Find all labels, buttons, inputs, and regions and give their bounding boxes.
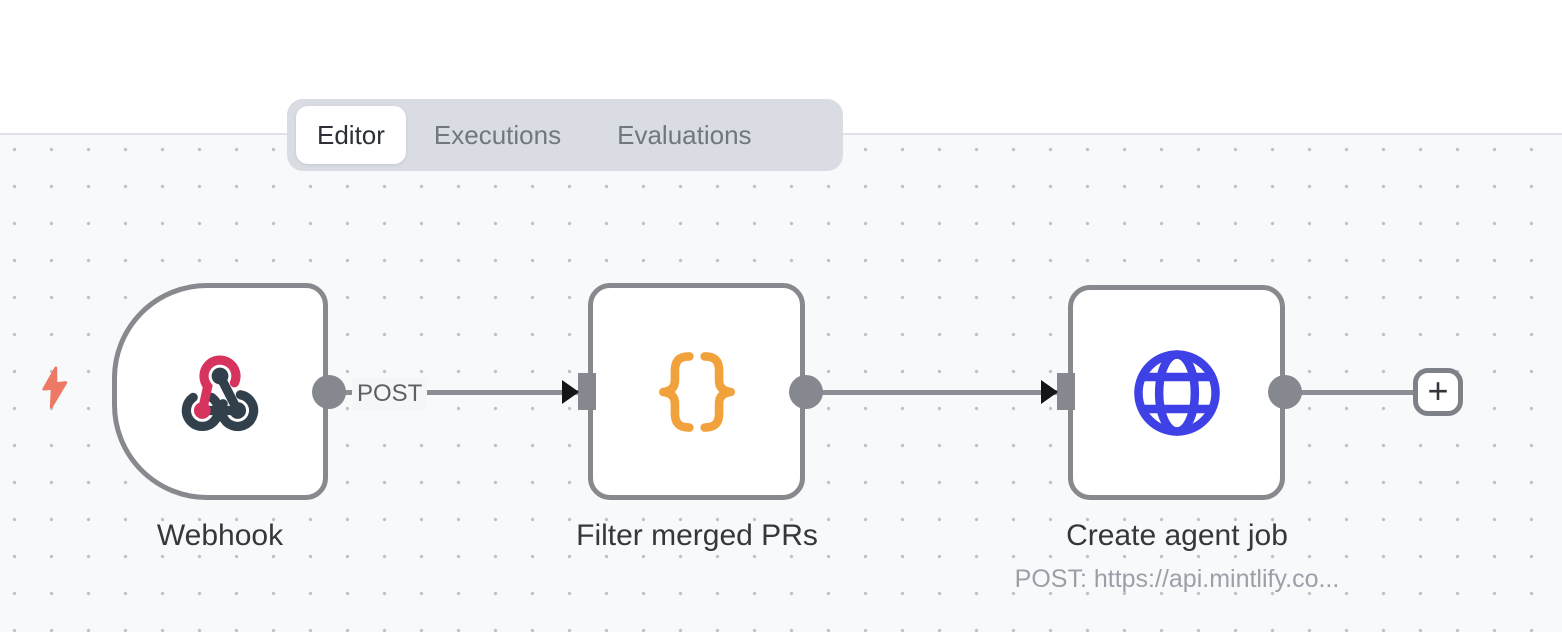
- connection-1-method-label: POST: [352, 378, 428, 410]
- node-filter-input-port[interactable]: [578, 373, 596, 410]
- node-create-agent-label: Create agent job: [1066, 519, 1288, 552]
- node-filter-label: Filter merged PRs: [576, 519, 818, 552]
- add-node-button[interactable]: +: [1413, 368, 1463, 416]
- tab-executions[interactable]: Executions: [433, 119, 562, 150]
- node-webhook-output-port[interactable]: [312, 375, 346, 409]
- node-create-agent-job[interactable]: [1068, 285, 1285, 500]
- view-tabbar: Editor Executions Evaluations: [287, 99, 843, 171]
- connection-line-1[interactable]: [340, 390, 580, 395]
- workflow-canvas[interactable]: POST Webhook: [0, 135, 1562, 632]
- trigger-bolt-icon: [42, 366, 68, 409]
- tab-editor[interactable]: Editor: [296, 106, 406, 164]
- node-create-agent-output-port[interactable]: [1268, 375, 1302, 409]
- webhook-icon: [181, 354, 259, 431]
- connection-1-arrowhead-icon: [562, 380, 579, 404]
- node-create-agent-sublabel: POST: https://api.mintlify.co...: [1014, 565, 1340, 593]
- tab-evaluations[interactable]: Evaluations: [617, 119, 752, 150]
- node-create-agent-input-port[interactable]: [1057, 373, 1075, 410]
- node-filter-output-port[interactable]: [789, 375, 823, 409]
- node-webhook[interactable]: [112, 283, 328, 500]
- connection-line-2[interactable]: [820, 390, 1060, 395]
- globe-icon: [1133, 349, 1220, 436]
- node-filter-merged-prs[interactable]: [588, 283, 805, 500]
- curly-braces-icon: [658, 351, 735, 432]
- node-webhook-label: Webhook: [156, 519, 284, 552]
- connection-2-arrowhead-icon: [1041, 380, 1058, 404]
- connection-line-3[interactable]: [1300, 390, 1416, 395]
